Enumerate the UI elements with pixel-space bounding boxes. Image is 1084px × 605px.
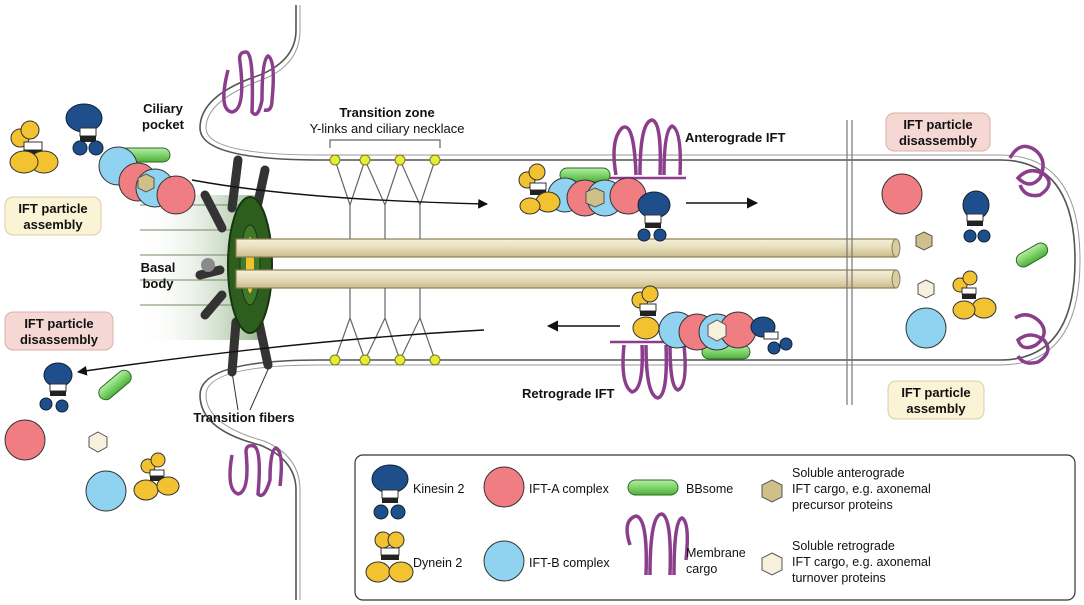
legend-soluble-retro-swatch	[761, 552, 783, 576]
assembly-right-label-1: IFT particle	[901, 385, 970, 400]
disassembly-left-label-2: disassembly	[20, 332, 99, 347]
legend-ift-b-label: IFT-B complex	[529, 556, 610, 570]
tip-separator	[846, 120, 853, 405]
exit-arrow	[77, 329, 485, 376]
legend-soluble-retro-label-1: Soluble retrograde	[792, 539, 895, 553]
legend-dynein-label: Dynein 2	[413, 556, 462, 570]
tip-components	[881, 173, 1049, 349]
transition-zone-subtitle: Y-links and ciliary necklace	[310, 121, 465, 136]
legend-bbsome-label: BBsome	[686, 482, 733, 496]
legend-soluble-antero-label-2: IFT cargo, e.g. axonemal	[792, 482, 931, 496]
assembly-right-box	[887, 380, 985, 420]
ciliary-pocket-label-1: Ciliary	[143, 101, 184, 116]
anterograde-particle	[518, 163, 671, 242]
bottom-left-components	[4, 362, 180, 512]
basal-body-label-2: body	[142, 276, 174, 291]
assembly-left-label-2: assembly	[23, 217, 83, 232]
legend-soluble-retro-label-3: turnover proteins	[792, 571, 886, 585]
axoneme-bottom-end	[891, 269, 901, 289]
transition-fiber-pointers	[231, 364, 271, 411]
membrane-cargo-retro	[610, 340, 688, 400]
membrane-cargo-bottom-left	[228, 443, 284, 498]
retrograde-label: Retrograde IFT	[522, 386, 615, 401]
membrane-cargo-tip-bottom	[1014, 313, 1050, 365]
disassembly-left-box	[4, 311, 114, 351]
legend-membrane-cargo-swatch	[625, 512, 690, 576]
legend-ift-a-label: IFT-A complex	[529, 482, 610, 496]
legend-membrane-cargo-label-1: Membrane	[686, 546, 746, 560]
transition-zone-title: Transition zone	[339, 105, 434, 120]
assembly-right-label-2: assembly	[906, 401, 966, 416]
assembly-left-box	[4, 196, 102, 236]
transition-fibers	[195, 155, 273, 377]
axoneme-bottom	[235, 269, 897, 289]
legend-membrane-cargo-label-2: cargo	[686, 562, 717, 576]
legend: Kinesin 2 Dynein 2 IFT-A complex IFT-B c…	[354, 454, 1076, 601]
transition-fibers-label: Transition fibers	[193, 410, 294, 425]
dynein-top-left	[9, 120, 59, 174]
left-assembly-particle	[98, 146, 196, 215]
legend-ift-a-swatch	[483, 466, 525, 508]
axoneme-top	[235, 238, 897, 258]
basal-body-tip	[201, 258, 215, 272]
legend-soluble-antero-label-3: precursor proteins	[792, 498, 893, 512]
legend-bbsome-swatch	[627, 479, 679, 496]
disassembly-right-label-1: IFT particle	[903, 117, 972, 132]
legend-kinesin-swatch	[371, 464, 409, 520]
membrane-cargo-antero	[606, 118, 686, 180]
transition-zone-ylinks	[329, 139, 441, 361]
entry-arrow	[191, 179, 488, 209]
ciliary-membrane	[199, 5, 1081, 600]
assembly-left-label-1: IFT particle	[18, 201, 87, 216]
legend-soluble-antero-label-1: Soluble anterograde	[792, 466, 905, 480]
legend-box	[354, 454, 1076, 601]
basal-body-label-1: Basal	[141, 260, 176, 275]
legend-ift-b-swatch	[483, 540, 525, 582]
ciliary-pocket-label-2: pocket	[142, 117, 185, 132]
legend-soluble-retro-label-2: IFT cargo, e.g. axonemal	[792, 555, 931, 569]
disassembly-right-label-2: disassembly	[899, 133, 978, 148]
axoneme-top-end	[891, 238, 901, 258]
transition-zone-nodes	[329, 154, 441, 366]
disassembly-right-box	[885, 112, 991, 152]
anterograde-label: Anterograde IFT	[685, 130, 785, 145]
legend-dynein-swatch	[365, 531, 414, 583]
legend-kinesin-label: Kinesin 2	[413, 482, 464, 496]
retrograde-particle	[631, 285, 793, 360]
disassembly-left-label-1: IFT particle	[24, 316, 93, 331]
membrane-cargo-top	[222, 50, 276, 116]
kinesin-top-left	[65, 103, 104, 156]
membrane-cargo-tip-top	[1008, 144, 1051, 198]
legend-soluble-antero-swatch	[761, 479, 783, 503]
